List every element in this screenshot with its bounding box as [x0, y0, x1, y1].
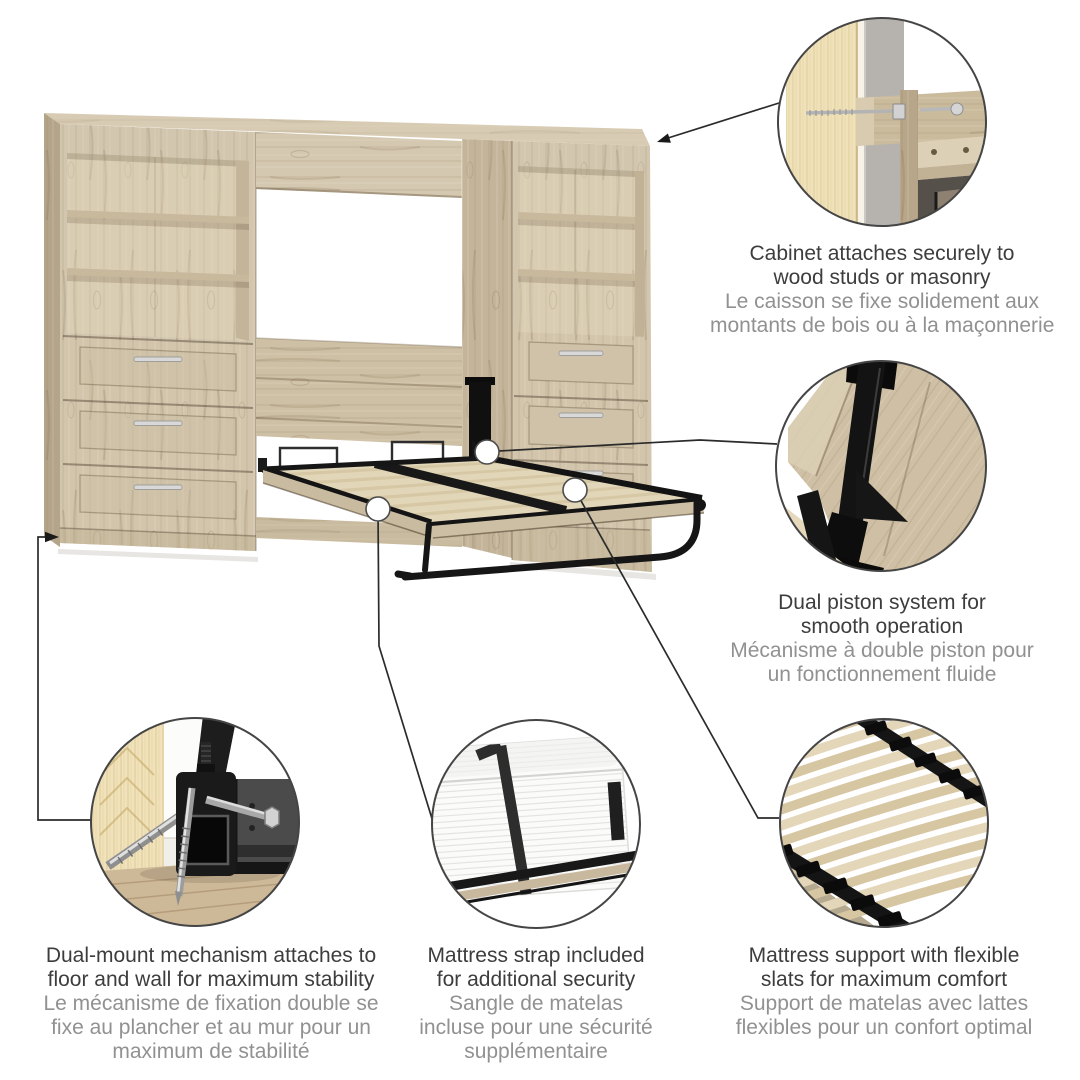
caption-fr-line: incluse pour une sécurité [419, 1016, 653, 1039]
caption-fr-line: montants de bois ou à la maçonnerie [710, 314, 1055, 337]
caption-fr-line: Support de matelas avec lattes [739, 992, 1029, 1015]
caption-en-line: for additional security [436, 968, 636, 991]
caption-en-line: Dual piston system for [778, 591, 986, 614]
caption-en-line: floor and wall for maximum stability [47, 968, 375, 991]
inset-dual-piston [775, 360, 987, 572]
caption-fr-line: Le mécanisme de fixation double se [43, 992, 379, 1015]
caption-fr-line: Le caisson se fixe solidement aux [724, 290, 1039, 313]
wall-bed-unit [44, 113, 656, 580]
caption-en-line: Mattress strap included [427, 944, 645, 967]
caption-dual-piston: Dual piston system for smooth operation … [710, 591, 1054, 687]
caption-cabinet-mount: Cabinet attaches securely to wood studs … [710, 242, 1054, 338]
caption-dual-mount: Dual-mount mechanism attaches to floor a… [11, 944, 411, 1064]
callout-markers [365, 439, 588, 522]
caption-en-line: Dual-mount mechanism attaches to [45, 944, 377, 967]
bed-frame [258, 455, 706, 581]
caption-fr-line: maximum de stabilité [112, 1040, 310, 1063]
caption-en-line: slats for maximum comfort [760, 968, 1008, 991]
caption-en-line: wood studs or masonry [773, 266, 991, 289]
inset-slat-support [779, 718, 989, 928]
inset-mattress-strap [431, 719, 641, 929]
caption-fr-line: flexibles pour un confort optimal [735, 1016, 1033, 1039]
caption-mattress-strap: Mattress strap included for additional s… [366, 944, 706, 1064]
inset-dual-mount [90, 717, 300, 927]
inset-cabinet-mount [777, 17, 987, 227]
caption-en-line: Mattress support with flexible [748, 944, 1020, 967]
callout-lines [37, 102, 780, 823]
caption-slat-support: Mattress support with flexible slats for… [704, 944, 1064, 1040]
caption-fr-line: supplémentaire [464, 1040, 608, 1063]
caption-fr-line: un fonctionnement fluide [767, 663, 997, 686]
caption-en-line: smooth operation [800, 615, 964, 638]
caption-fr-line: fixe au plancher et au mur pour un [51, 1016, 371, 1039]
caption-en-line: Cabinet attaches securely to [749, 242, 1015, 265]
left-drawers [62, 335, 254, 536]
caption-fr-line: Sangle de matelas [449, 992, 623, 1015]
caption-fr-line: Mécanisme à double piston pour [730, 639, 1034, 662]
